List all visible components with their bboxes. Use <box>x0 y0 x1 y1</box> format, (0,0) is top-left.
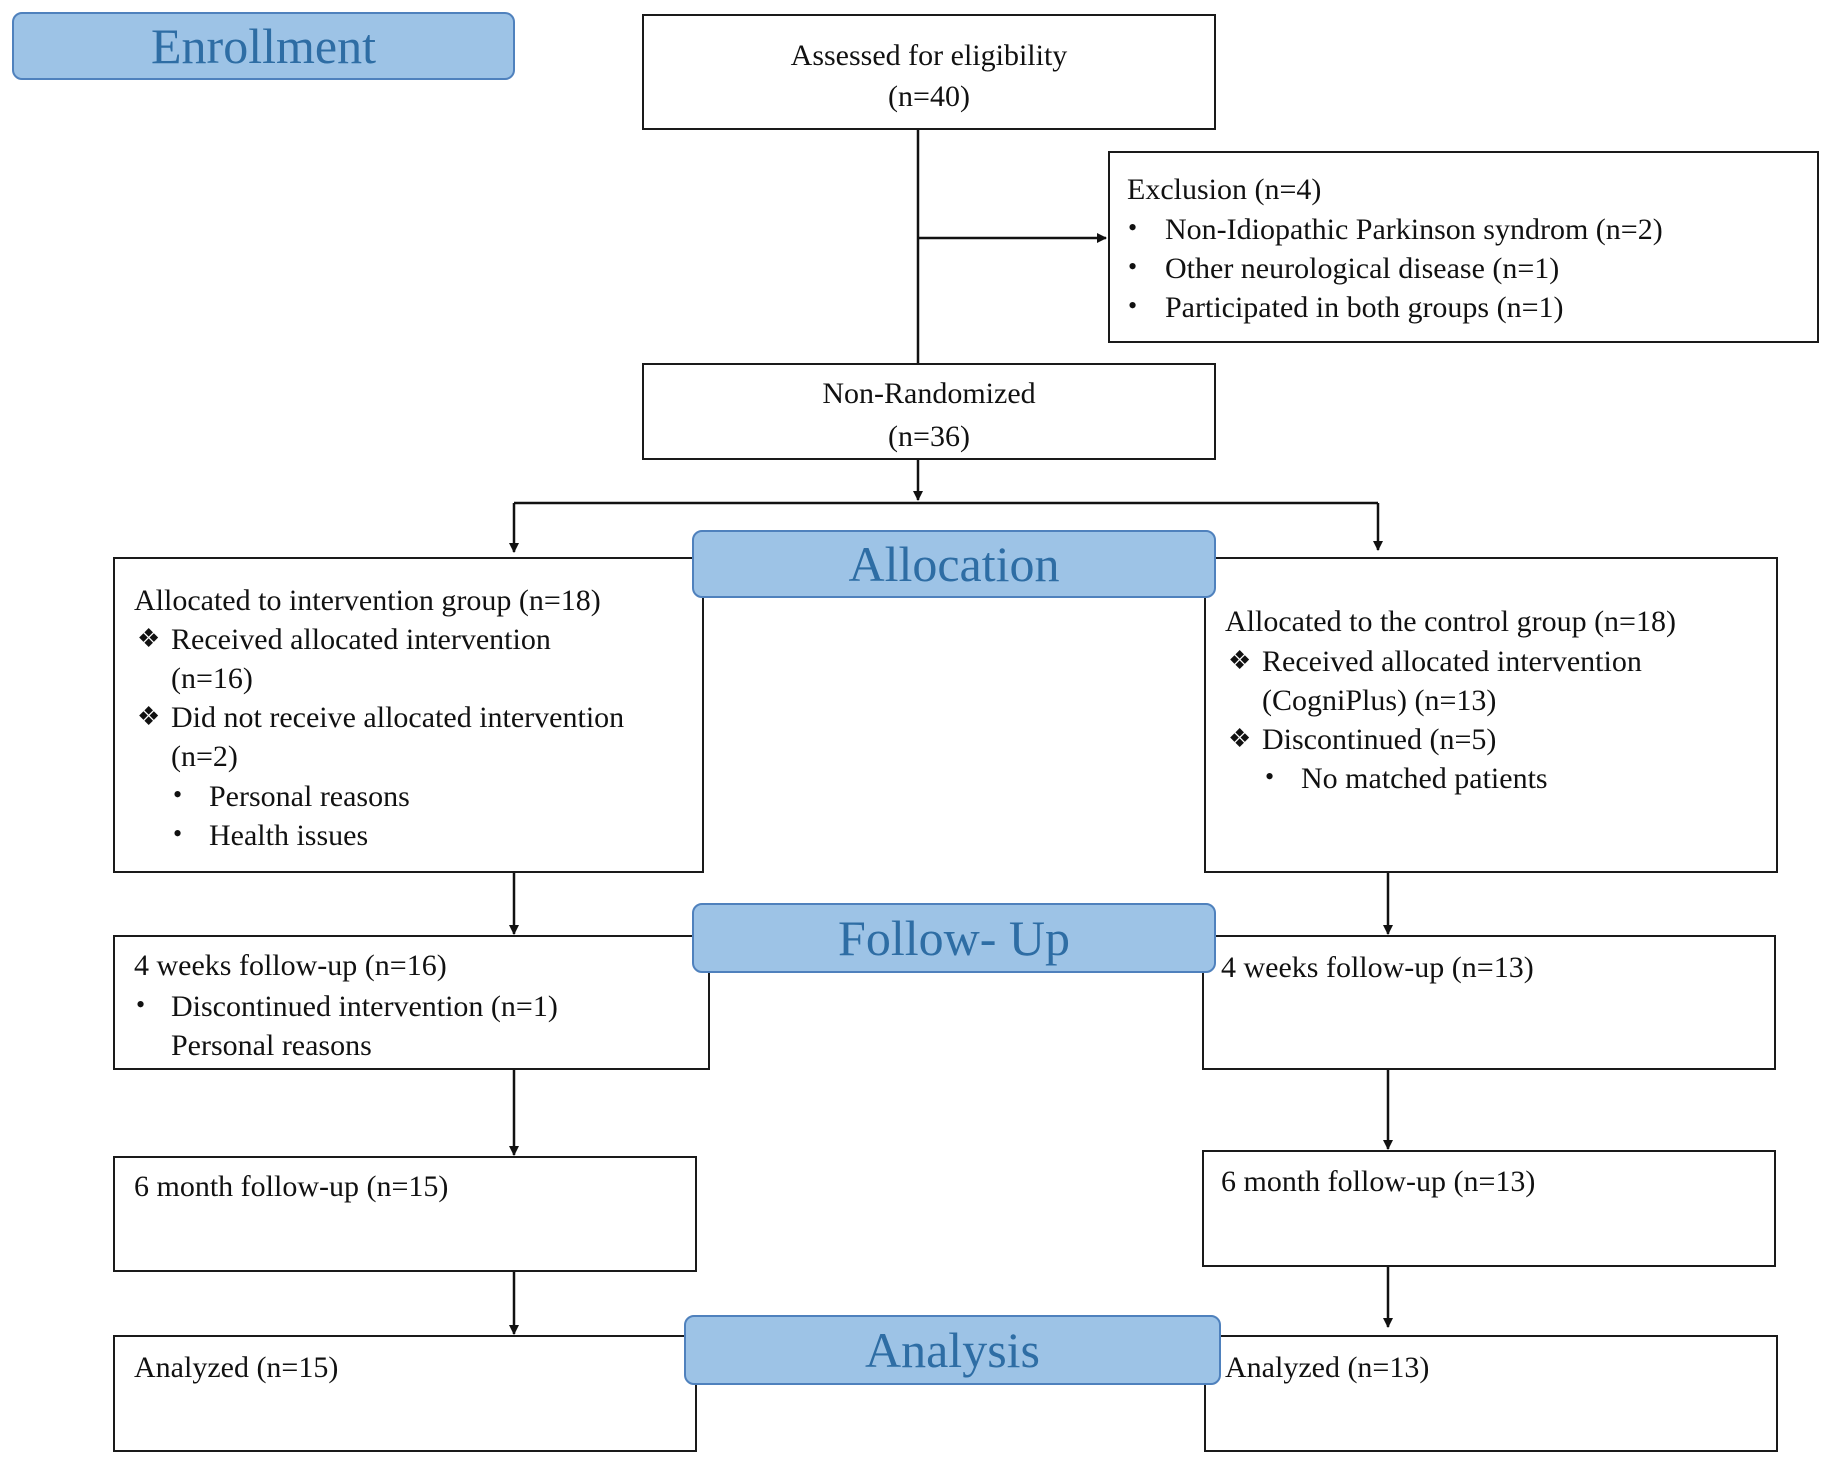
intervention-discontinued-reason: Personal reasons <box>171 1029 372 1062</box>
control-allocation-box: Allocated to the control group (n=18) ❖ … <box>1204 557 1778 873</box>
assessed-box: Assessed for eligibility (n=40) <box>642 14 1216 130</box>
intervention-not-received-line1: Did not receive allocated intervention <box>171 701 625 734</box>
control-6m-followup-label: 6 month follow-up (n=13) <box>1221 1165 1536 1198</box>
intervention-analyzed-box: Analyzed (n=15) <box>113 1335 697 1452</box>
control-received-line2: (CogniPlus) (n=13) <box>1262 684 1497 717</box>
stage-label-enrollment: Enrollment <box>12 12 515 80</box>
bullet-icon: • <box>1128 291 1138 320</box>
diamond-bullet-icon: ❖ <box>1228 724 1252 753</box>
control-title: Allocated to the control group (n=18) <box>1225 605 1676 638</box>
control-6m-followup-box: 6 month follow-up (n=13) <box>1202 1150 1776 1267</box>
control-discontinued: Discontinued (n=5) <box>1262 723 1497 756</box>
intervention-6m-followup-label: 6 month follow-up (n=15) <box>134 1170 449 1203</box>
intervention-received-line1: Received allocated intervention <box>171 623 551 656</box>
non-randomized-box: Non-Randomized (n=36) <box>642 363 1216 460</box>
bullet-icon: • <box>1265 762 1275 791</box>
stage-label-analysis: Analysis <box>684 1315 1221 1385</box>
control-4w-followup-label: 4 weeks follow-up (n=13) <box>1221 951 1534 984</box>
stage-label-allocation: Allocation <box>692 530 1216 598</box>
exclusion-item-3: Participated in both groups (n=1) <box>1165 291 1564 324</box>
bullet-icon: • <box>1128 213 1138 242</box>
intervention-title: Allocated to intervention group (n=18) <box>134 584 601 617</box>
control-analyzed-label: Analyzed (n=13) <box>1225 1351 1430 1384</box>
control-4w-followup-box: 4 weeks follow-up (n=13) <box>1202 935 1776 1070</box>
exclusion-item-1: Non-Idiopathic Parkinson syndrom (n=2) <box>1165 213 1663 246</box>
non-randomized-count: (n=36) <box>888 420 970 453</box>
bullet-icon: • <box>1128 252 1138 281</box>
stage-enrollment-text: Enrollment <box>151 18 376 74</box>
intervention-reason-1: Personal reasons <box>209 780 410 813</box>
stage-allocation-text: Allocation <box>848 536 1060 592</box>
exclusion-box: Exclusion (n=4) • Non-Idiopathic Parkins… <box>1108 151 1819 343</box>
bullet-icon: • <box>173 780 183 809</box>
intervention-reason-2: Health issues <box>209 819 369 852</box>
diamond-bullet-icon: ❖ <box>137 624 161 653</box>
bullet-icon: • <box>173 819 183 848</box>
control-reason: No matched patients <box>1301 762 1548 795</box>
stage-label-follow-up: Follow- Up <box>692 903 1216 973</box>
assessed-label: Assessed for eligibility <box>790 39 1068 72</box>
intervention-received-line2: (n=16) <box>171 662 253 695</box>
intervention-not-received-line2: (n=2) <box>171 740 238 773</box>
assessed-count: (n=40) <box>888 80 970 113</box>
stage-analysis-text: Analysis <box>865 1322 1040 1378</box>
control-analyzed-box: Analyzed (n=13) <box>1204 1335 1778 1452</box>
intervention-4w-followup-label: 4 weeks follow-up (n=16) <box>134 949 447 982</box>
intervention-discontinued: Discontinued intervention (n=1) <box>171 990 558 1023</box>
diamond-bullet-icon: ❖ <box>137 702 161 731</box>
control-received-line1: Received allocated intervention <box>1262 645 1642 678</box>
intervention-allocation-box: Allocated to intervention group (n=18) ❖… <box>113 557 704 873</box>
non-randomized-label: Non-Randomized <box>822 377 1036 410</box>
intervention-analyzed-label: Analyzed (n=15) <box>134 1351 339 1384</box>
exclusion-title: Exclusion (n=4) <box>1127 173 1322 206</box>
intervention-6m-followup-box: 6 month follow-up (n=15) <box>113 1156 697 1272</box>
exclusion-item-2: Other neurological disease (n=1) <box>1165 252 1560 285</box>
diamond-bullet-icon: ❖ <box>1228 646 1252 675</box>
intervention-4w-followup-box: 4 weeks follow-up (n=16) • Discontinued … <box>113 935 710 1070</box>
bullet-icon: • <box>136 990 146 1019</box>
stage-follow-up-text: Follow- Up <box>838 910 1070 966</box>
